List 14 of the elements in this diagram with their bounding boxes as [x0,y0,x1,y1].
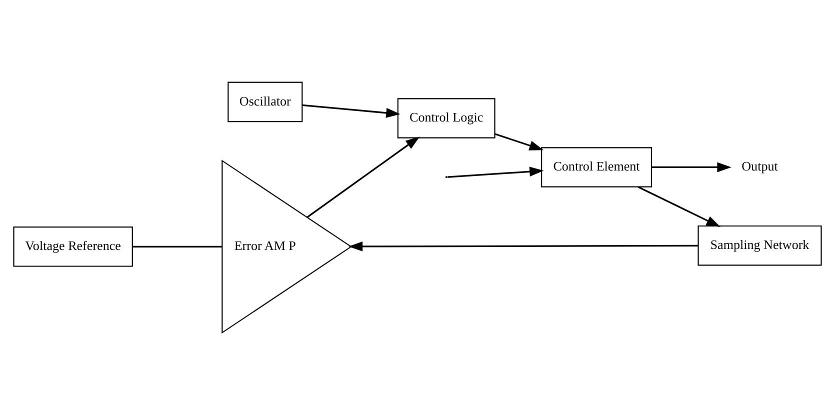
node-box: Oscillator [228,81,303,122]
node-box: Control Logic [397,98,496,138]
node-box: Voltage Reference [13,226,133,266]
arrow [348,241,698,251]
connector [132,245,222,247]
node-box: Sampling Network [698,224,822,266]
arrow [302,104,400,118]
arrow [652,162,732,172]
arrow [494,132,544,150]
node-text: Output [742,158,778,174]
node-box: Control Element [541,146,652,187]
arrow [306,136,420,218]
arrow [638,186,721,227]
arrow [447,166,544,178]
